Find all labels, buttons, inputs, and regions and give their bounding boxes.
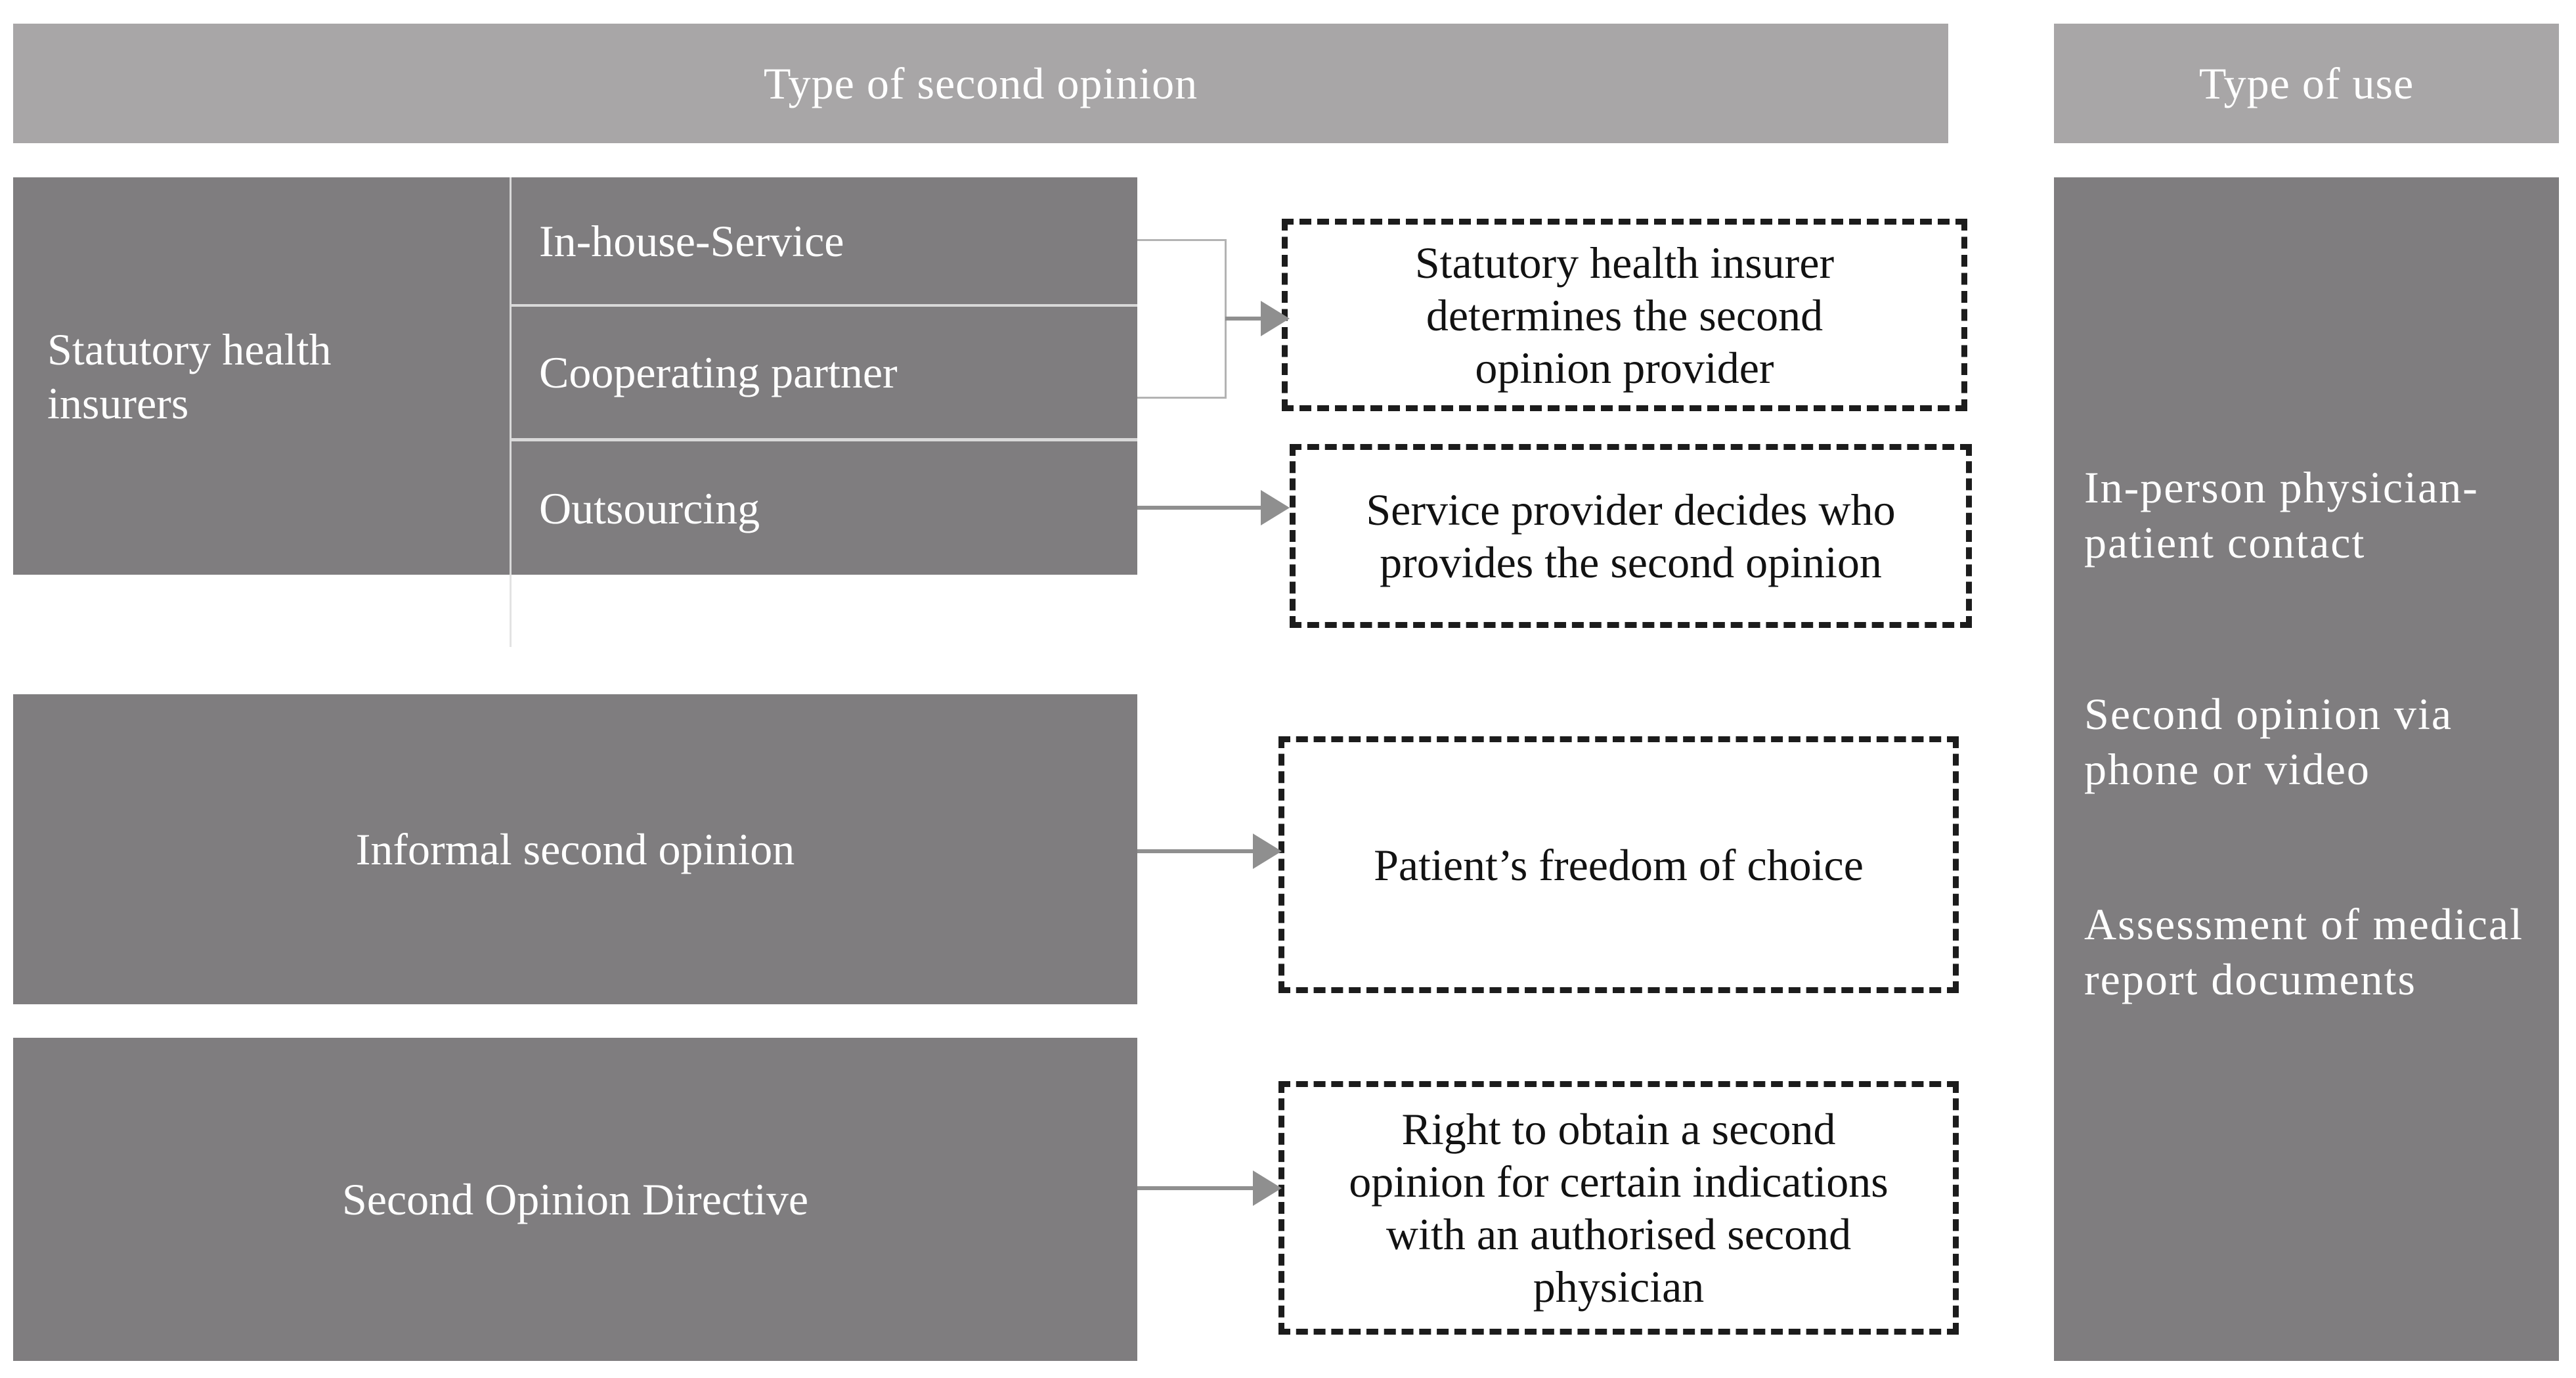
arrow-line-patient-choice [1137,849,1253,853]
use-item-report-assessment-line-2: report documents [2084,954,2416,1004]
arrowhead-insurer-determines-icon [1261,301,1290,336]
table-stub-line [510,575,512,647]
use-item-in-person-line-2: patient contact [2084,518,2366,567]
outsourcing-label: Outsourcing [539,483,760,533]
arrow-line-provider-decides [1137,506,1261,510]
informal-second-opinion-box: Informal second opinion [13,694,1137,1004]
outcome-insurer-determines-line-3: opinion provider [1475,342,1774,393]
outsourcing-box: Outsourcing [512,441,1137,575]
use-item-phone-video-line-1: Second opinion via [2084,689,2453,739]
in-house-service-label: In-house-Service [539,215,844,266]
second-opinion-directive-label: Second Opinion Directive [341,1174,809,1224]
header-type-of-use-label: Type of use [2198,58,2414,108]
header-type-of-second-opinion: Type of second opinion [13,24,1948,143]
use-item-phone-video: Second opinion via phone or video [2084,686,2544,797]
sub-row-divider-2 [512,438,1137,441]
use-item-phone-video-line-2: phone or video [2084,744,2370,794]
arrow-line-right-to-obtain [1137,1186,1253,1190]
outcome-patient-choice-box: Patient’s freedom of choice [1278,736,1959,993]
arrowhead-right-to-obtain-icon [1253,1170,1282,1206]
use-item-in-person-line-1: In-person physician- [2084,462,2479,512]
use-item-report-assessment-line-1: Assessment of medical [2084,899,2523,949]
statutory-label-line-2: insurers [47,378,189,428]
outcome-insurer-determines-line-2: determines the second [1426,290,1823,340]
bracket-top-line [1137,239,1227,241]
outcome-right-to-obtain-line-3: with an authorised second [1386,1209,1852,1259]
outcome-right-to-obtain-line-2: opinion for certain indications [1349,1157,1888,1207]
outcome-insurer-determines-box: Statutory health insurer determines the … [1282,219,1967,411]
in-house-service-box: In-house-Service [512,177,1137,304]
arrowhead-patient-choice-icon [1253,833,1282,869]
use-item-in-person: In-person physician- patient contact [2084,460,2544,570]
outcome-provider-decides-box: Service provider decides who provides th… [1290,444,1972,628]
outcome-insurer-determines-line-1: Statutory health insurer [1414,237,1835,288]
second-opinion-directive-box: Second Opinion Directive [13,1038,1137,1361]
type-of-use-panel: In-person physician- patient contact Sec… [2054,177,2559,1361]
header-type-of-second-opinion-label: Type of second opinion [763,58,1198,108]
header-type-of-use: Type of use [2054,24,2559,143]
outcome-provider-decides-line-2: provides the second opinion [1380,537,1882,587]
sub-row-divider-1 [512,304,1137,307]
cooperating-partner-box: Cooperating partner [512,307,1137,438]
outcome-patient-choice-line-1: Patient’s freedom of choice [1374,839,1864,890]
arrow-line-insurer-determines [1225,317,1261,321]
outcome-right-to-obtain-line-4: physician [1533,1262,1705,1312]
statutory-label-line-1: Statutory health [47,324,332,374]
informal-second-opinion-label: Informal second opinion [355,824,795,874]
outcome-right-to-obtain-box: Right to obtain a second opinion for cer… [1278,1081,1959,1335]
outcome-right-to-obtain-line-1: Right to obtain a second [1401,1104,1836,1154]
statutory-health-insurers-box: Statutory health insurers [13,177,510,575]
arrowhead-provider-decides-icon [1261,490,1290,525]
statutory-vertical-divider [510,177,512,575]
outcome-provider-decides-line-1: Service provider decides who [1366,485,1896,535]
bracket-bottom-line [1137,397,1227,399]
use-item-report-assessment: Assessment of medical report documents [2084,897,2544,1007]
cooperating-partner-label: Cooperating partner [539,347,898,397]
